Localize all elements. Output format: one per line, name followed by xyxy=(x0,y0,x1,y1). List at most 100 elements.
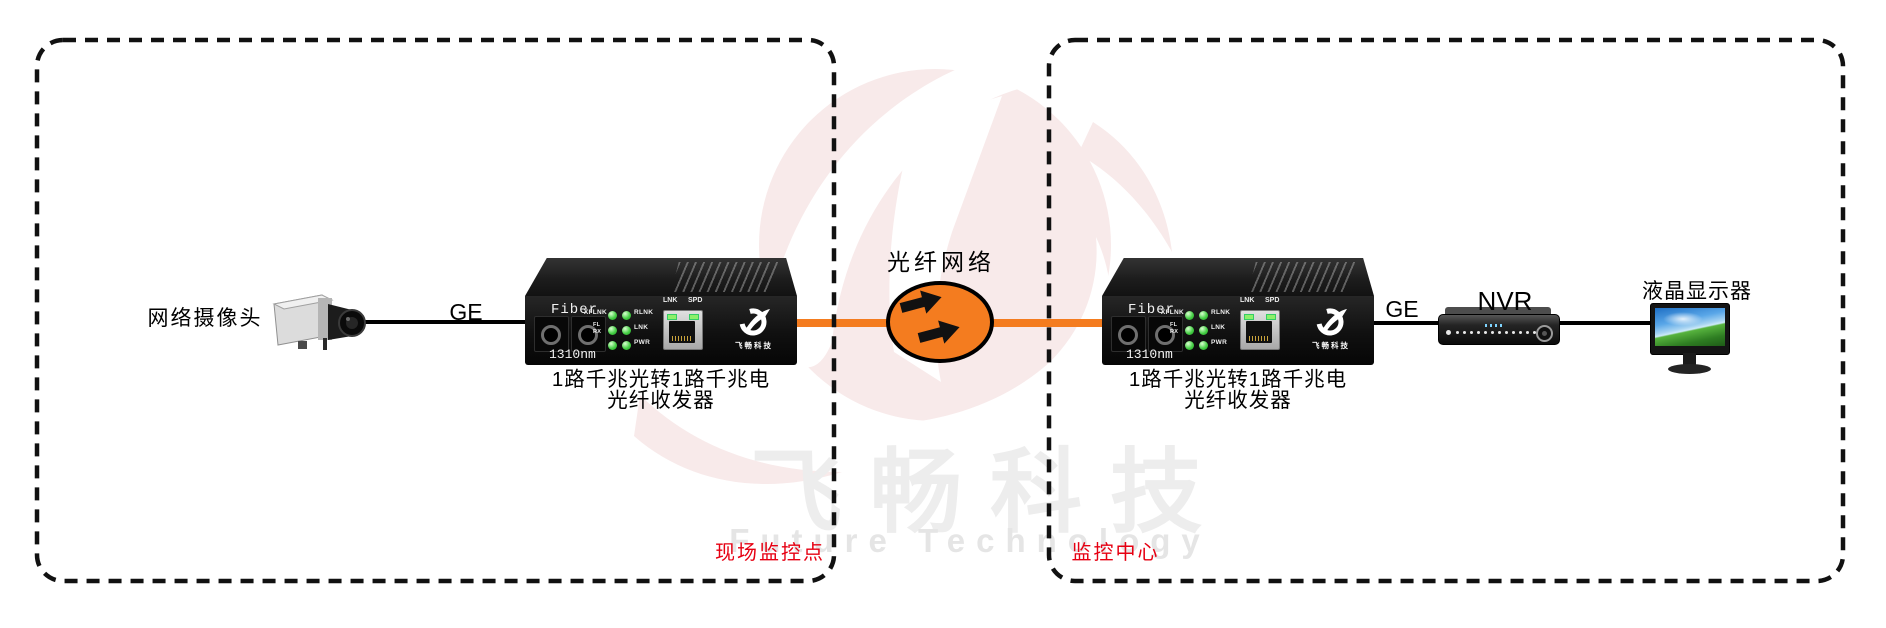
converter-caption-line1: 1路千兆光转1路千兆电 xyxy=(551,368,771,391)
sc-connector xyxy=(1155,325,1175,345)
led-label-xflnk: XFLNK xyxy=(583,309,607,316)
media-converter-right: Fiber XFLNK FL RX RLNK LNK PWR LNK SPD 飞… xyxy=(1102,258,1374,365)
nvr-indicator xyxy=(1519,331,1522,334)
wavelength-label: 1310nm xyxy=(549,347,596,362)
nvr-indicator xyxy=(1512,331,1515,334)
led-label-rlnk: RLNK xyxy=(1211,309,1231,316)
watermark-brand-cn: 飞畅科技 xyxy=(749,442,1230,544)
nvr-marking xyxy=(1485,324,1487,327)
nvr-indicator xyxy=(1533,331,1536,334)
led-indicator xyxy=(1199,326,1208,335)
monitor-screen xyxy=(1655,308,1725,346)
converter-top-print xyxy=(671,262,779,292)
wavelength-label: 1310nm xyxy=(1126,347,1173,362)
rj45-socket xyxy=(669,321,695,343)
brand-logo: 飞畅科技 xyxy=(1300,308,1362,356)
led-label-rx: RX xyxy=(593,329,602,335)
fiber-port-label: Fiber xyxy=(551,302,599,318)
site-zone-label: 现场监控点 xyxy=(715,542,825,564)
led-indicator xyxy=(608,311,617,320)
converter-caption-left: 1路千兆光转1路千兆电 光纤收发器 xyxy=(518,369,804,411)
brand-logo-text: 飞畅科技 xyxy=(1312,341,1350,350)
rj45-speed-label: SPD xyxy=(1265,297,1280,304)
ge-uplink-label-left: GE xyxy=(449,299,483,325)
sc-fiber-port xyxy=(1148,316,1183,352)
rj45-link-label: LNK xyxy=(663,297,678,304)
sc-fiber-port xyxy=(571,316,606,352)
nvr-indicator xyxy=(1477,331,1480,334)
nvr-indicator xyxy=(1463,331,1466,334)
transfer-arrows-icon xyxy=(899,290,960,344)
center-zone-label: 监控中心 xyxy=(1071,542,1160,564)
led-label-fl: FL xyxy=(593,322,601,328)
led-indicator xyxy=(622,326,631,335)
nvr-front-panel xyxy=(1438,314,1560,345)
nvr-indicator xyxy=(1484,331,1487,334)
led-label-pwr: PWR xyxy=(634,339,651,346)
led-indicator xyxy=(1199,341,1208,350)
rj45-speed-label: SPD xyxy=(688,297,703,304)
converter-top-face xyxy=(1102,258,1374,296)
rj45-port xyxy=(663,310,703,350)
led-indicator xyxy=(1199,311,1208,320)
nvr-indicator xyxy=(1470,331,1473,334)
nvr-indicator xyxy=(1456,331,1459,334)
rj45-pins xyxy=(1249,336,1269,341)
led-label-pwr: PWR xyxy=(1211,339,1228,346)
monitor-stand-base xyxy=(1668,364,1711,374)
nvr-indicator xyxy=(1446,330,1451,335)
rj45-led xyxy=(689,314,699,320)
converter-caption-right: 1路千兆光转1路千兆电 光纤收发器 xyxy=(1095,369,1381,411)
fiber-network-node xyxy=(886,281,994,363)
monitor-bezel xyxy=(1650,303,1730,355)
sc-connector xyxy=(1118,325,1138,345)
nvr-device xyxy=(1438,307,1560,345)
led-label-rx: RX xyxy=(1170,329,1179,335)
fiber-port-label: Fiber xyxy=(1128,302,1176,318)
media-converter-left: Fiber XFLNK FL RX RLNK LNK PWR LNK SPD 飞… xyxy=(525,258,797,365)
monitor-stand-neck xyxy=(1683,353,1696,365)
nvr-top-face xyxy=(1445,307,1551,316)
watermark-brand-en: Future Technology xyxy=(729,522,1211,559)
rj45-pins xyxy=(672,336,692,341)
sc-connector xyxy=(541,325,561,345)
brand-logo-icon xyxy=(739,308,770,336)
nvr-indicator xyxy=(1526,331,1529,334)
converter-front-panel: Fiber XFLNK FL RX RLNK LNK PWR LNK SPD 飞… xyxy=(525,296,797,365)
rj45-socket xyxy=(1246,321,1272,343)
brand-logo-text: 飞畅科技 xyxy=(735,341,773,350)
monitor-label: 液晶显示器 xyxy=(1642,280,1752,303)
sc-connector xyxy=(578,325,598,345)
rj45-link-label: LNK xyxy=(1240,297,1255,304)
led-label-rlnk: RLNK xyxy=(634,309,654,316)
converter-top-print xyxy=(1248,262,1356,292)
ge-uplink-label-right: GE xyxy=(1385,296,1419,322)
converter-top-face xyxy=(525,258,797,296)
brand-logo-icon xyxy=(1316,308,1347,336)
rj45-port xyxy=(1240,310,1280,350)
converter-caption-line2: 光纤收发器 xyxy=(607,389,715,412)
led-indicator xyxy=(622,311,631,320)
fiber-network-label: 光纤网络 xyxy=(887,249,995,275)
cloud-graphic xyxy=(1663,312,1703,326)
led-indicator xyxy=(1185,311,1194,320)
nvr-marking xyxy=(1490,324,1492,327)
lcd-monitor xyxy=(1650,303,1730,375)
nvr-indicator xyxy=(1498,331,1501,334)
nvr-marking xyxy=(1495,324,1497,327)
led-indicator xyxy=(608,341,617,350)
rj45-led xyxy=(1244,314,1254,320)
led-indicator xyxy=(1185,341,1194,350)
camera-label: 网络摄像头 xyxy=(147,307,263,330)
led-indicator xyxy=(1185,326,1194,335)
ip-camera xyxy=(272,294,366,350)
converter-caption-line1: 1路千兆光转1路千兆电 xyxy=(1128,368,1348,391)
converter-caption-line2: 光纤收发器 xyxy=(1184,389,1292,412)
brand-logo: 飞畅科技 xyxy=(723,308,785,356)
led-indicator xyxy=(622,341,631,350)
nvr-label: NVR xyxy=(1477,286,1533,316)
center-zone-box xyxy=(1046,37,1846,584)
led-label-fl: FL xyxy=(1170,322,1178,328)
